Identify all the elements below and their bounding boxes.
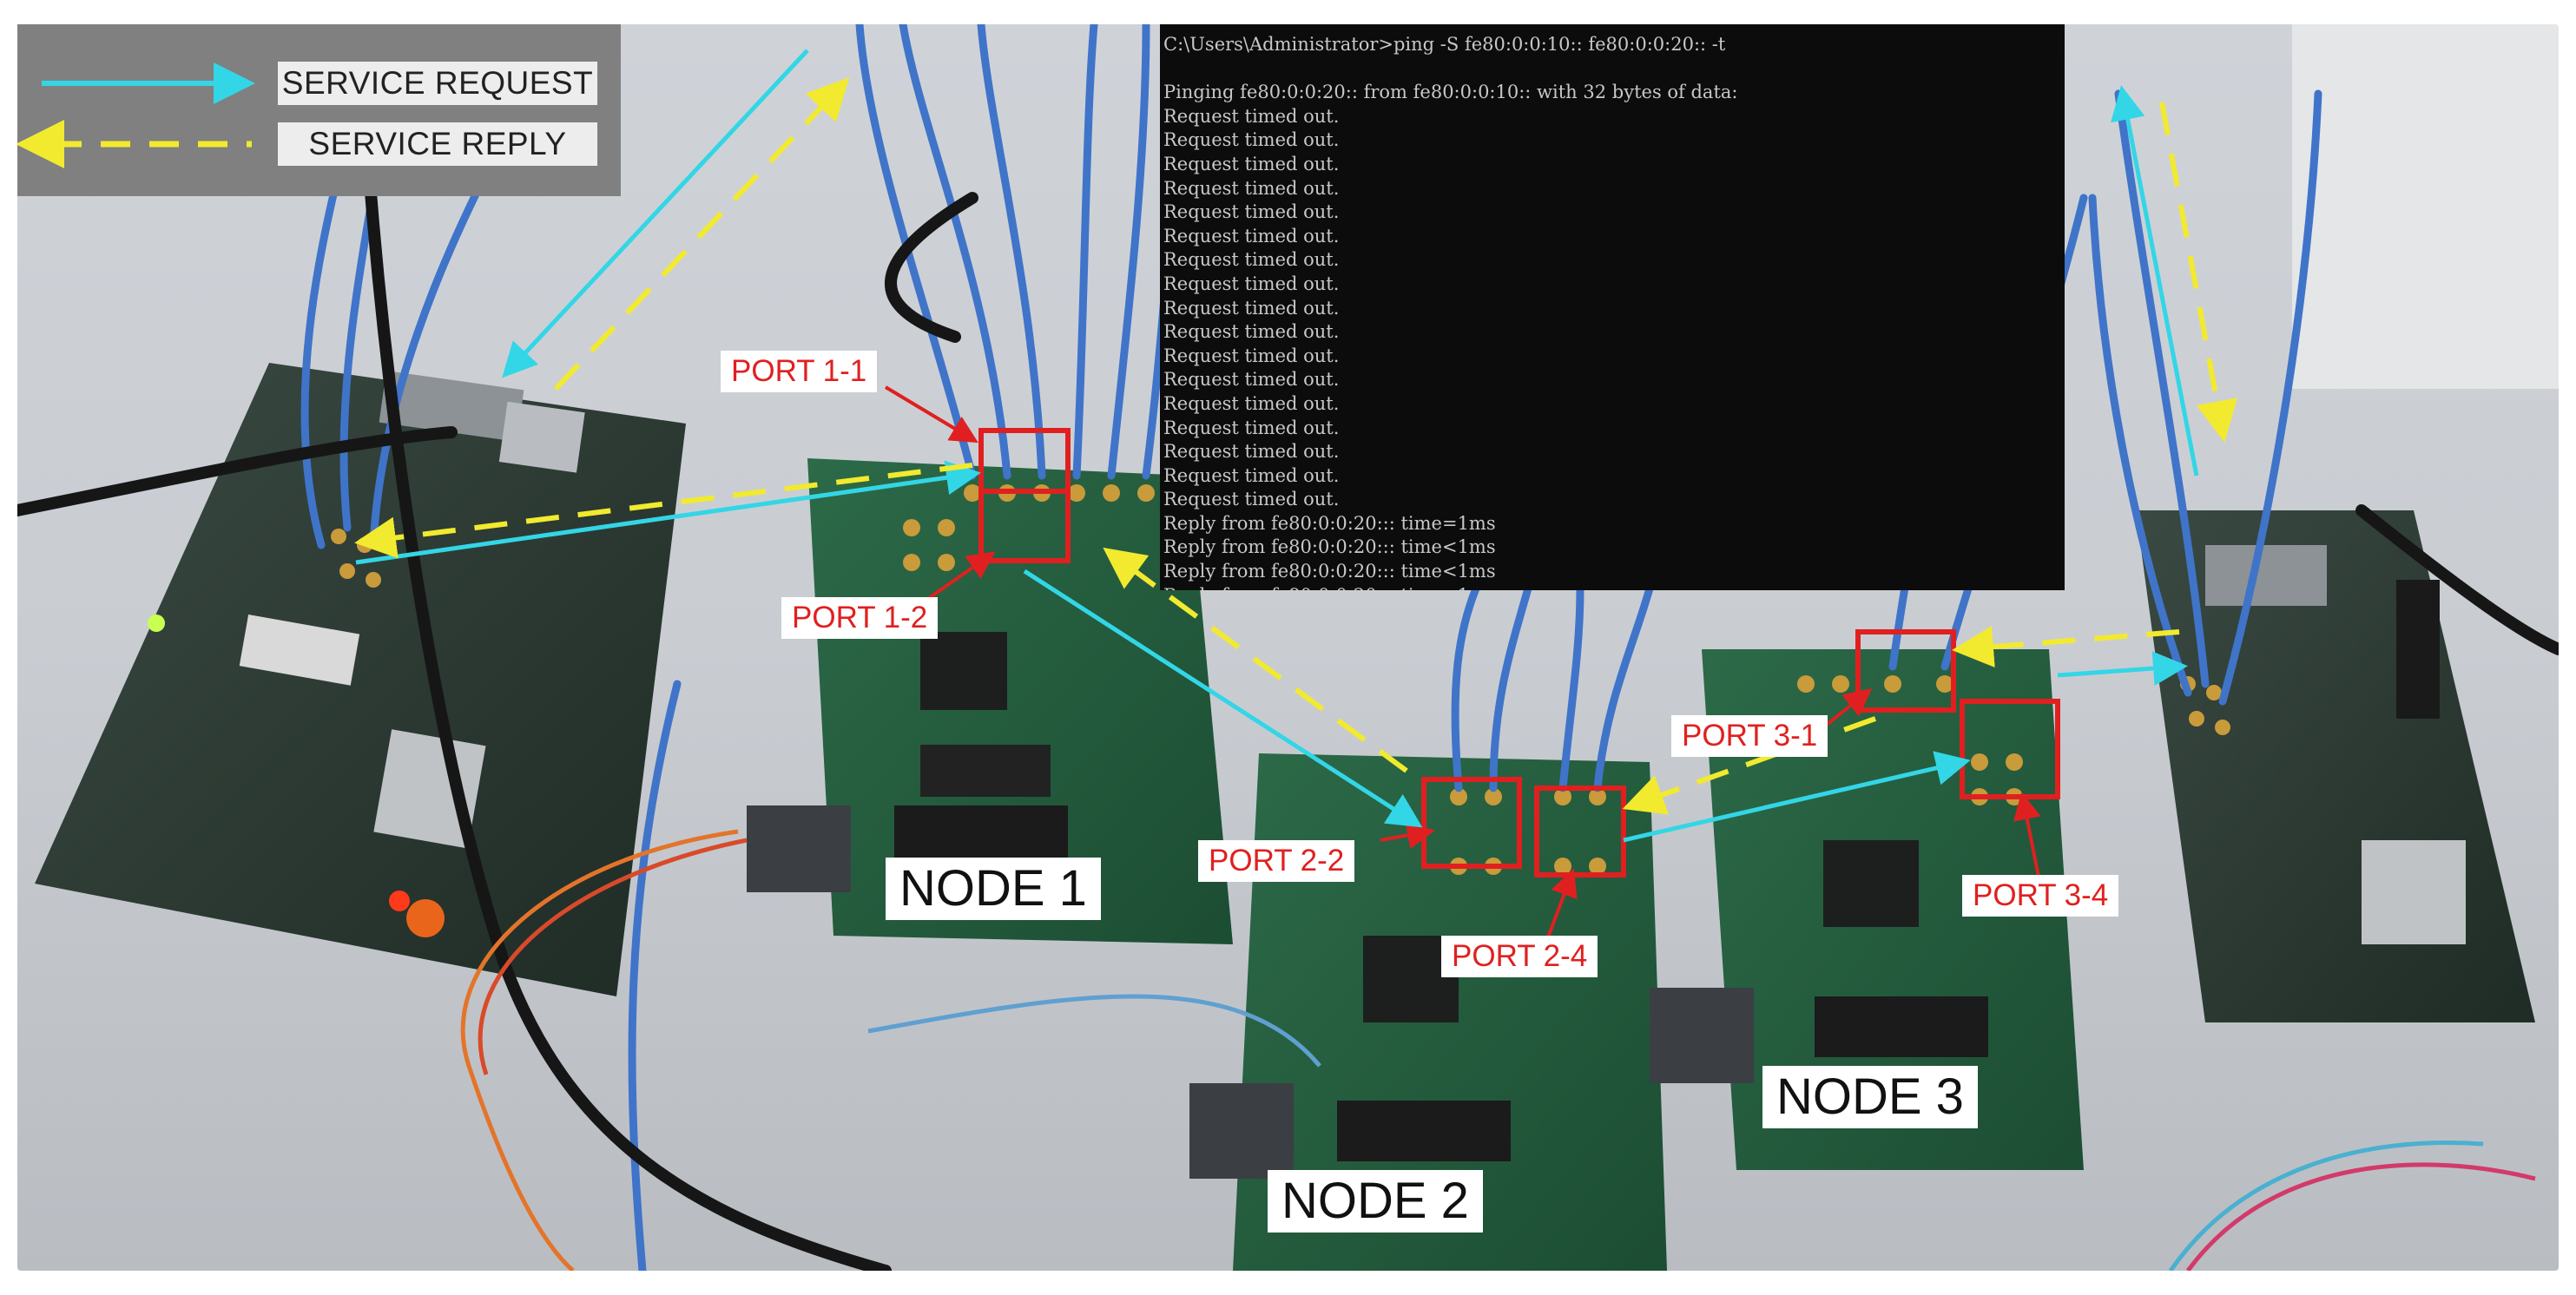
terminal-line: Request timed out. [1163, 153, 1340, 174]
terminal-line: Request timed out. [1163, 345, 1340, 366]
legend-request-label: SERVICE REQUEST [278, 62, 597, 105]
back-wall [2292, 24, 2559, 389]
terminal-line: Request timed out. [1163, 392, 1340, 414]
terminal-line: Request timed out. [1163, 417, 1340, 438]
node-2-label: NODE 2 [1268, 1170, 1483, 1233]
signal-wires [460, 829, 2536, 1271]
port-1-2-label: PORT 1-2 [781, 597, 939, 639]
terminal-line: Request timed out. [1163, 369, 1340, 391]
legend-reply-label: SERVICE REPLY [278, 122, 597, 166]
legend-arrows [17, 62, 255, 168]
legend: SERVICE REQUEST SERVICE REPLY [17, 24, 621, 196]
terminal-line: Reply from fe80:0:0:20::: time=1ms [1163, 512, 1496, 534]
terminal-line: Reply from fe80:0:0:20::: time<1ms [1163, 536, 1496, 558]
terminal-line: Request timed out. [1163, 297, 1340, 319]
terminal-line: Request timed out. [1163, 464, 1340, 486]
terminal-line: Request timed out. [1163, 249, 1340, 271]
terminal-line: Request timed out. [1163, 441, 1340, 463]
terminal-window: C:\Users\Administrator>ping -S fe80:0:0:… [1160, 24, 2065, 590]
terminal-line: Reply from fe80:0:0:20::: time<1ms [1163, 584, 2065, 590]
terminal-line: Request timed out. [1163, 489, 1340, 510]
port-3-1-label: PORT 3-1 [1671, 715, 1828, 757]
terminal-line [1163, 57, 2065, 82]
port-2-4-label: PORT 2-4 [1441, 936, 1598, 977]
node-1-label: NODE 1 [886, 858, 1101, 920]
terminal-line: Request timed out. [1163, 129, 1340, 151]
terminal-line: Request timed out. [1163, 105, 1340, 127]
node-3-label: NODE 3 [1762, 1066, 1978, 1128]
terminal-line: C:\Users\Administrator>ping -S fe80:0:0:… [1163, 34, 1726, 55]
terminal-line: Request timed out. [1163, 321, 1340, 343]
port-3-4-label: PORT 3-4 [1962, 875, 2119, 917]
terminal-line: Pinging fe80:0:0:20:: from fe80:0:0:10::… [1163, 82, 1738, 103]
black-cables [17, 105, 2559, 1271]
terminal-line: Request timed out. [1163, 177, 1340, 199]
terminal-line: Request timed out. [1163, 201, 1340, 223]
port-1-1-label: PORT 1-1 [721, 351, 878, 392]
terminal-line: Request timed out. [1163, 273, 1340, 294]
port-2-2-label: PORT 2-2 [1198, 840, 1355, 882]
terminal-line: Reply from fe80:0:0:20::: time<1ms [1163, 561, 1496, 582]
terminal-line: Request timed out. [1163, 225, 1340, 247]
